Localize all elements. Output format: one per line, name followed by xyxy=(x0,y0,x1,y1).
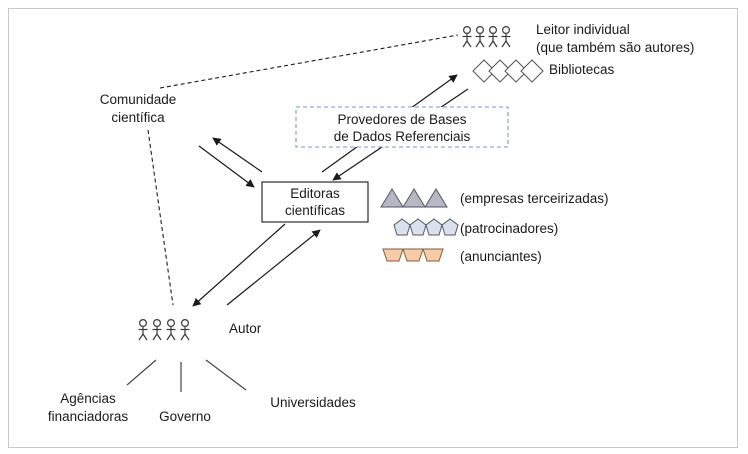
agencias-label-line1: Agências xyxy=(60,391,116,406)
provedores-label-line2: de Dados Referenciais xyxy=(334,129,471,144)
bibliotecas-diamond-outline-icon xyxy=(472,59,544,83)
editoras-box xyxy=(261,181,369,223)
editoras-label-line1: Editoras xyxy=(290,186,340,201)
line-autor-universidades xyxy=(205,359,247,391)
governo-label: Governo xyxy=(159,409,211,424)
arrow-autor-to-editoras xyxy=(226,229,321,306)
empresas-label: (empresas terceirizadas) xyxy=(460,191,609,206)
universidades-label: Universidades xyxy=(270,395,356,410)
dashed-link-comunidade-leitor xyxy=(159,34,459,89)
patrocinadores-pentagon-icon xyxy=(393,218,459,236)
bibliotecas-label: Bibliotecas xyxy=(549,62,615,77)
anunciantes-label: (anunciantes) xyxy=(460,249,542,264)
comunidade-label-line2: científica xyxy=(111,110,165,125)
leitor-person-group-icon xyxy=(461,26,512,48)
editoras-label-line2: científicas xyxy=(285,203,345,218)
autor-person-group-icon xyxy=(137,319,191,341)
line-autor-agencias xyxy=(126,359,157,386)
arrow-editoras-to-comunidade xyxy=(212,137,263,173)
arrow-editoras-to-autor xyxy=(192,223,286,307)
autor-label: Autor xyxy=(229,321,262,336)
anunciantes-trapezoid-icon xyxy=(382,248,444,262)
dashed-link-comunidade-autor xyxy=(147,129,174,306)
provedores-box xyxy=(295,106,509,148)
diagram-frame xyxy=(8,8,738,448)
leitor-label-line1: Leitor individual xyxy=(536,22,630,37)
comunidade-label-line1: Comunidade xyxy=(100,92,177,107)
leitor-label-line2: (que também são autores) xyxy=(536,40,694,55)
arrow-comunidade-to-editoras xyxy=(198,145,255,188)
empresas-triangle-icon xyxy=(380,188,448,208)
patrocinadores-label: (patrocinadores) xyxy=(460,221,558,236)
agencias-label-line2: financiadoras xyxy=(48,409,129,424)
provedores-label-line1: Provedores de Bases xyxy=(337,112,466,127)
